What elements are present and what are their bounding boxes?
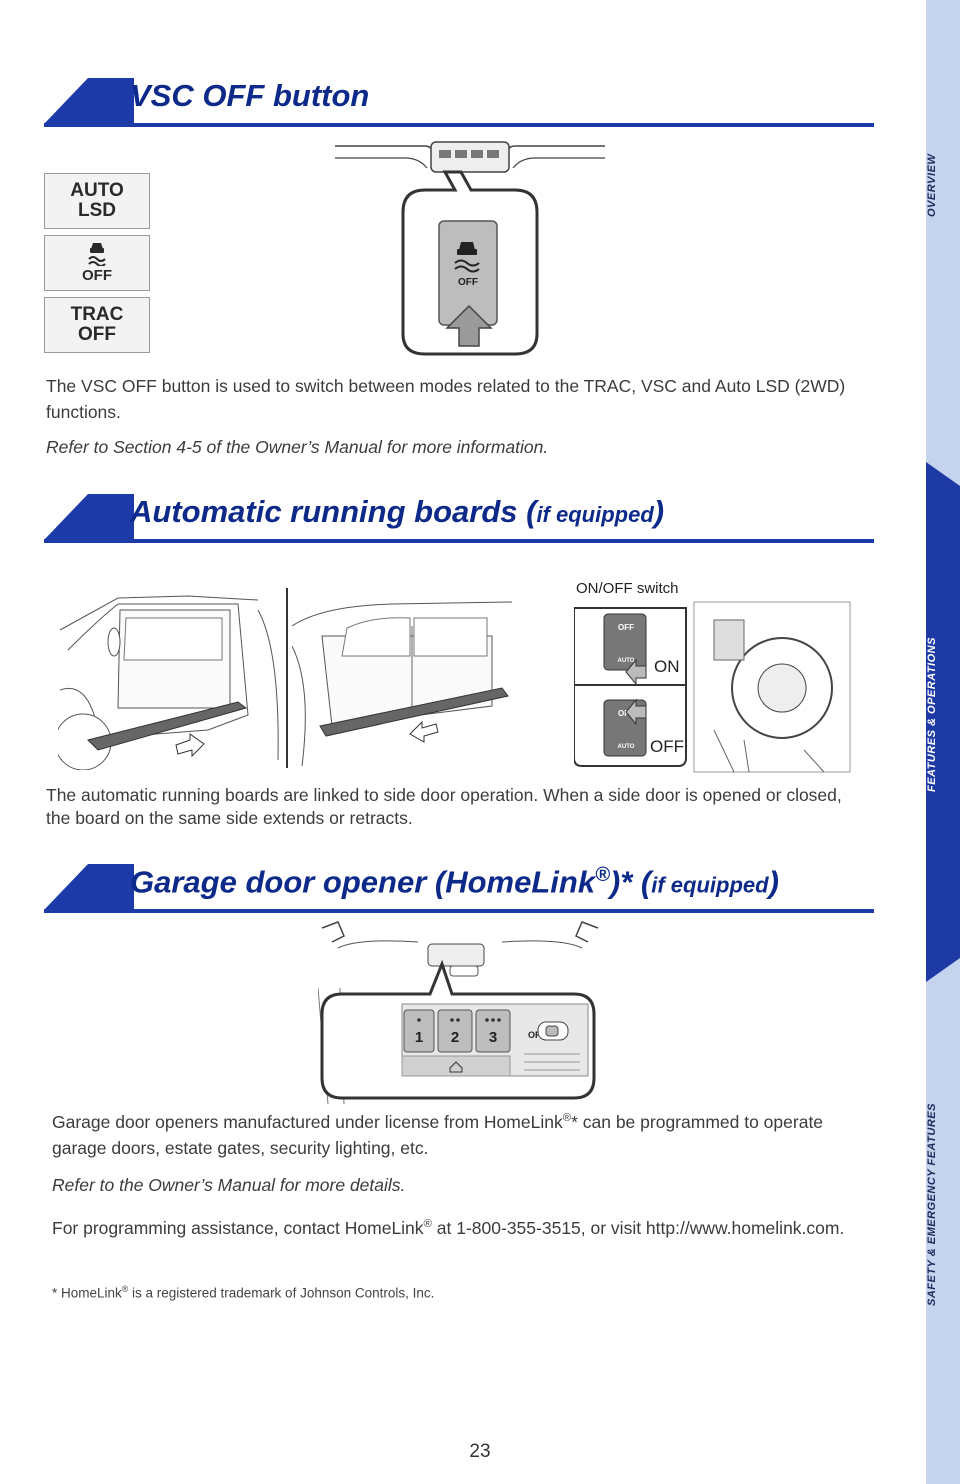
- homelink-button-1: 1: [415, 1029, 423, 1046]
- trac-off-button-icon: TRAC OFF: [44, 297, 150, 353]
- sidebar-label-features: FEATURES & OPERATIONS: [926, 637, 938, 793]
- section-header-vsc: VSC OFF button: [44, 76, 874, 128]
- section-header-garage: Garage door opener (HomeLink®)* (if equi…: [44, 862, 874, 914]
- vsc-description: The VSC OFF button is used to switch bet…: [46, 376, 846, 422]
- vsc-dashboard-figure: OFF: [335, 141, 605, 356]
- section-rule: [44, 909, 874, 913]
- vsc-off-button-icon: OFF: [44, 235, 150, 291]
- switch-caption: ON/OFF switch: [576, 580, 679, 597]
- auto-lsd-button-icon: AUTO LSD: [44, 173, 150, 229]
- section-title-vsc: VSC OFF button: [130, 78, 370, 113]
- header-wedge: [44, 78, 134, 124]
- switch-key-auto-1: AUTO: [618, 658, 635, 664]
- garage-text1-b: * can be programmed to operate garage do…: [52, 1111, 824, 1158]
- footnote-b: is a registered trademark of Johnson Con…: [128, 1285, 435, 1301]
- garage-text2-a: For programming assistance, contact Home…: [52, 1217, 424, 1238]
- homelink-off-label: OFF: [528, 1030, 546, 1040]
- trac-off-line1: TRAC: [70, 304, 124, 325]
- page-number: 23: [469, 1441, 491, 1462]
- boards-title-equipped: if equipped: [536, 502, 654, 527]
- homelink-button-3: 3: [489, 1029, 497, 1046]
- switch-key-auto-2: AUTO: [618, 744, 635, 750]
- section-rule: [44, 123, 874, 127]
- switch-on-label: ON: [654, 657, 680, 676]
- sidebar-label-safety: SAFETY & EMERGENCY FEATURES: [926, 1103, 938, 1307]
- homelink-footnote: * HomeLink® is a registered trademark of…: [52, 1284, 434, 1301]
- section-rule: [44, 539, 874, 543]
- boards-title-close: ): [653, 494, 665, 529]
- garage-text2-reg: ®: [423, 1218, 432, 1230]
- running-board-closed-door-figure: [292, 601, 513, 767]
- sidebar-label-overview: OVERVIEW: [926, 153, 938, 217]
- garage-title-reg: ®: [595, 864, 610, 886]
- garage-text2-b: at 1-800-355-3515, or visit http://www.h…: [431, 1217, 845, 1238]
- switch-off-label: OFF: [650, 737, 684, 756]
- vsc-manual-note: Refer to Section 4-5 of the Owner’s Manu…: [46, 437, 549, 457]
- section-header-boards: Automatic running boards (if equipped): [44, 492, 874, 544]
- garage-title-main: Garage door opener (HomeLink: [130, 864, 596, 900]
- auto-lsd-line1: AUTO: [70, 180, 124, 201]
- header-wedge: [44, 494, 134, 540]
- switch-key-off-1: OFF: [618, 623, 634, 632]
- footnote-a: * HomeLink: [52, 1285, 122, 1301]
- boards-title-main: Automatic running boards (: [130, 494, 537, 529]
- garage-title-close: ): [768, 864, 779, 900]
- sidebar-tab-features: [926, 462, 960, 982]
- garage-contact: For programming assistance, contact Home…: [52, 1211, 872, 1241]
- garage-text1-reg: ®: [562, 1112, 572, 1124]
- section-title-garage: Garage door opener (HomeLink®)* (if equi…: [130, 864, 779, 900]
- homelink-console-figure: 1 2 3 OFF: [318, 921, 599, 1104]
- auto-lsd-line2: LSD: [78, 200, 116, 221]
- garage-title-mid: )* (: [609, 864, 652, 900]
- garage-description: Garage door openers manufactured under l…: [52, 1105, 872, 1161]
- vsc-off-label: OFF: [82, 267, 112, 284]
- homelink-button-2: 2: [451, 1029, 459, 1046]
- running-board-switch-figure: OFF AUTO ON OFF AUTO OFF: [574, 601, 851, 773]
- boards-description: The automatic running boards are linked …: [46, 785, 842, 828]
- trac-off-line2: OFF: [78, 324, 116, 345]
- figure-off-text: OFF: [458, 277, 478, 288]
- footnote-reg: ®: [121, 1284, 129, 1294]
- vsc-off-icon: [88, 243, 106, 266]
- header-wedge: [44, 864, 134, 910]
- running-board-open-door-figure: [58, 595, 279, 770]
- garage-text1-a: Garage door openers manufactured under l…: [52, 1111, 563, 1132]
- figure-divider: [286, 588, 288, 768]
- section-title-boards: Automatic running boards (if equipped): [130, 494, 664, 530]
- switch-key-off-2: OFF: [618, 709, 634, 718]
- garage-title-equipped: if equipped: [651, 872, 769, 898]
- garage-manual-note: Refer to the Owner’s Manual for more det…: [52, 1175, 406, 1195]
